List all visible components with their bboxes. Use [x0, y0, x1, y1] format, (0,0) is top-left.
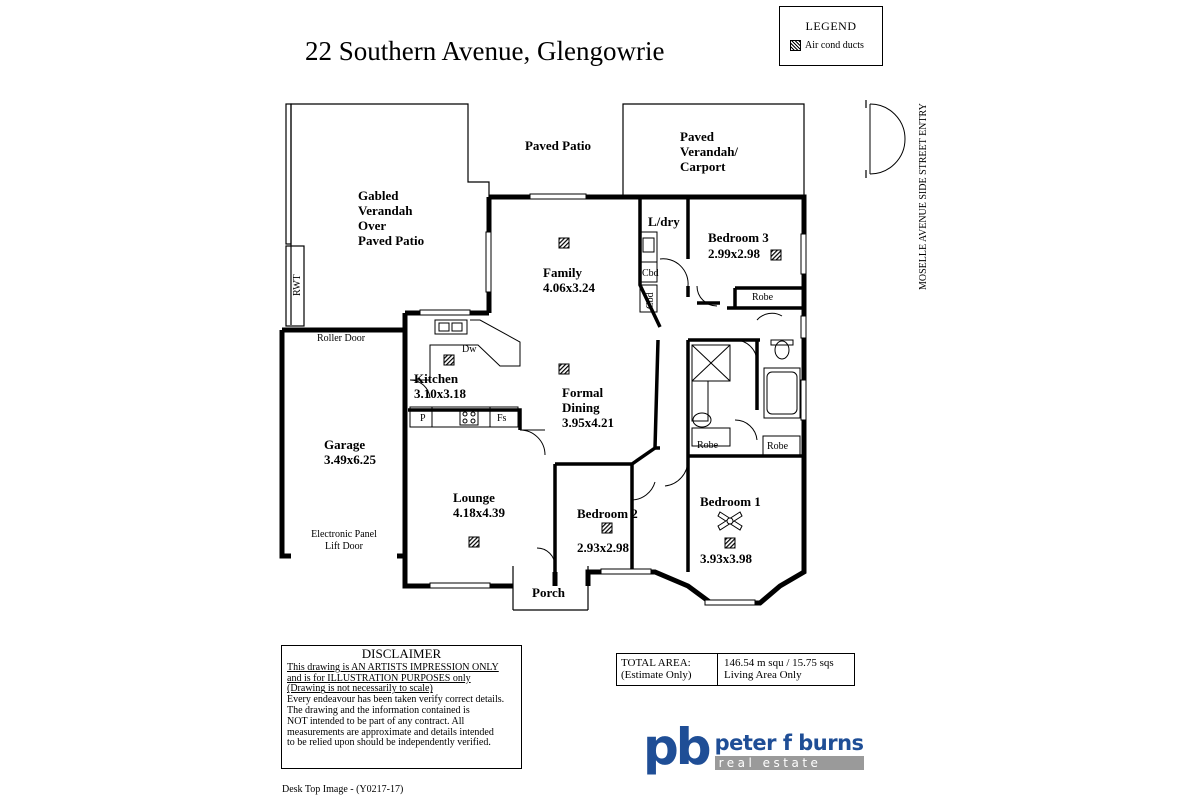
label-kitchen-dims: 3.10x3.18 [414, 386, 467, 401]
label-robe-b: Robe [767, 441, 789, 452]
label-garage-door-2: Lift Door [325, 541, 364, 552]
label-cbd-1: Cbd [642, 268, 659, 279]
label-verandah-3: Carport [680, 159, 726, 174]
label-gabled-1: Gabled [358, 188, 399, 203]
disclaimer-line: The drawing and the information containe… [287, 704, 470, 716]
disclaimer-line: This drawing is AN ARTISTS IMPRESSION ON… [287, 661, 499, 673]
air-duct-icon [724, 537, 736, 549]
air-duct-icon [558, 237, 570, 249]
label-garage: Garage [324, 437, 365, 452]
windows [419, 193, 807, 606]
air-duct-icon [468, 536, 480, 548]
label-bedroom1-dims: 3.93x3.98 [700, 551, 753, 566]
disclaimer-line: NOT intended to be part of any contract.… [287, 715, 465, 727]
ceiling-fan-icon [717, 511, 743, 531]
label-bedroom3: Bedroom 3 [708, 230, 769, 245]
rwt-tank [285, 245, 305, 327]
brand-sub: real estate [714, 756, 864, 770]
interior-walls [408, 197, 804, 572]
legend-item-label: Air cond ducts [805, 40, 864, 51]
label-verandah-2: Verandah/ [680, 144, 738, 159]
label-side-entry: MOSELLE AVENUE SIDE STREET ENTRY [918, 103, 929, 290]
label-pantry: P [420, 413, 426, 424]
label-gabled-4: Paved Patio [358, 233, 424, 248]
legend-box: LEGEND Air cond ducts [779, 6, 883, 66]
air-duct-icon [443, 354, 455, 366]
footer-note: Desk Top Image - (Y0217-17) [282, 784, 404, 795]
toilet-2 [774, 340, 790, 360]
disclaimer-line: to be relied upon should be independentl… [287, 737, 491, 749]
fixtures [409, 231, 801, 457]
cooktop [459, 408, 479, 426]
robe-bed1-right [762, 435, 801, 457]
label-garage-door-1: Electronic Panel [311, 529, 377, 540]
disclaimer-line: Every endeavour has been taken verify co… [287, 694, 505, 706]
kitchen-sink [434, 319, 468, 335]
label-gabled-3: Over [358, 218, 386, 233]
label-family-dims: 4.06x3.24 [543, 280, 596, 295]
label-fs: Fs [497, 413, 507, 424]
label-garage-dims: 3.49x6.25 [324, 452, 377, 467]
label-gabled-2: Verandah [358, 203, 413, 218]
fence [285, 103, 292, 245]
disclaimer-line: and is for ILLUSTRATION PURPOSES only [287, 672, 471, 684]
shower [691, 344, 731, 382]
label-rwt: RWT [292, 274, 303, 296]
label-kitchen: Kitchen [414, 371, 459, 386]
bath [763, 367, 801, 419]
kitchen-lower-bench [409, 406, 519, 428]
label-cbd-2: Cbd [645, 292, 656, 309]
legend-row: Air cond ducts [790, 40, 882, 51]
label-bedroom1: Bedroom 1 [700, 494, 761, 509]
label-lounge-dims: 4.18x4.39 [453, 505, 506, 520]
label-paved-patio: Paved Patio [525, 138, 591, 153]
air-duct-markers [443, 237, 782, 549]
air-duct-icon [770, 249, 782, 261]
label-lounge: Lounge [453, 490, 495, 505]
label-bedroom2: Bedroom 2 [577, 506, 638, 521]
disclaimer-box: DISCLAIMER This drawing is AN ARTISTS IM… [281, 645, 522, 769]
label-dining-dims: 3.95x4.21 [562, 415, 614, 430]
toilet-1 [692, 412, 712, 428]
air-duct-icon [601, 522, 613, 534]
area-value: 146.54 m squ / 15.75 sqs Living Area Onl… [724, 657, 834, 681]
brand-logo: pb peter f burns real estate [643, 722, 864, 772]
label-family: Family [543, 265, 582, 280]
label-porch: Porch [532, 585, 566, 600]
label-formal: Formal [562, 385, 604, 400]
brand-text: peter f burns real estate [714, 731, 864, 770]
total-area-box: TOTAL AREA: (Estimate Only) 146.54 m squ… [616, 653, 855, 686]
legend-heading: LEGEND [805, 19, 857, 33]
label-bedroom3-dims: 2.99x2.98 [708, 246, 761, 261]
disclaimer-line: (Drawing is not necessarily to scale) [287, 683, 433, 695]
area-label: TOTAL AREA: (Estimate Only) [617, 654, 718, 685]
label-robe-bed3: Robe [752, 292, 774, 303]
label-ldry: L/dry [648, 214, 680, 229]
label-dw: Dw [462, 344, 477, 355]
doors [409, 103, 906, 567]
disclaimer-heading: DISCLAIMER [361, 646, 442, 661]
vanity [691, 380, 709, 422]
label-roller-door: Roller Door [317, 333, 366, 344]
label-verandah-1: Paved [680, 129, 715, 144]
air-duct-icon [790, 40, 801, 51]
air-duct-icon [558, 363, 570, 375]
brand-mark: pb [643, 718, 712, 776]
brand-name: peter f burns [714, 731, 864, 755]
label-bedroom2-dims: 2.93x2.98 [577, 540, 630, 555]
kitchen-bench [410, 319, 521, 381]
label-dining: Dining [562, 400, 600, 415]
label-robe-a: Robe [697, 440, 719, 451]
page-title: 22 Southern Avenue, Glengowrie [305, 36, 665, 66]
disclaimer-line: measurements are approximate and details… [287, 726, 494, 738]
